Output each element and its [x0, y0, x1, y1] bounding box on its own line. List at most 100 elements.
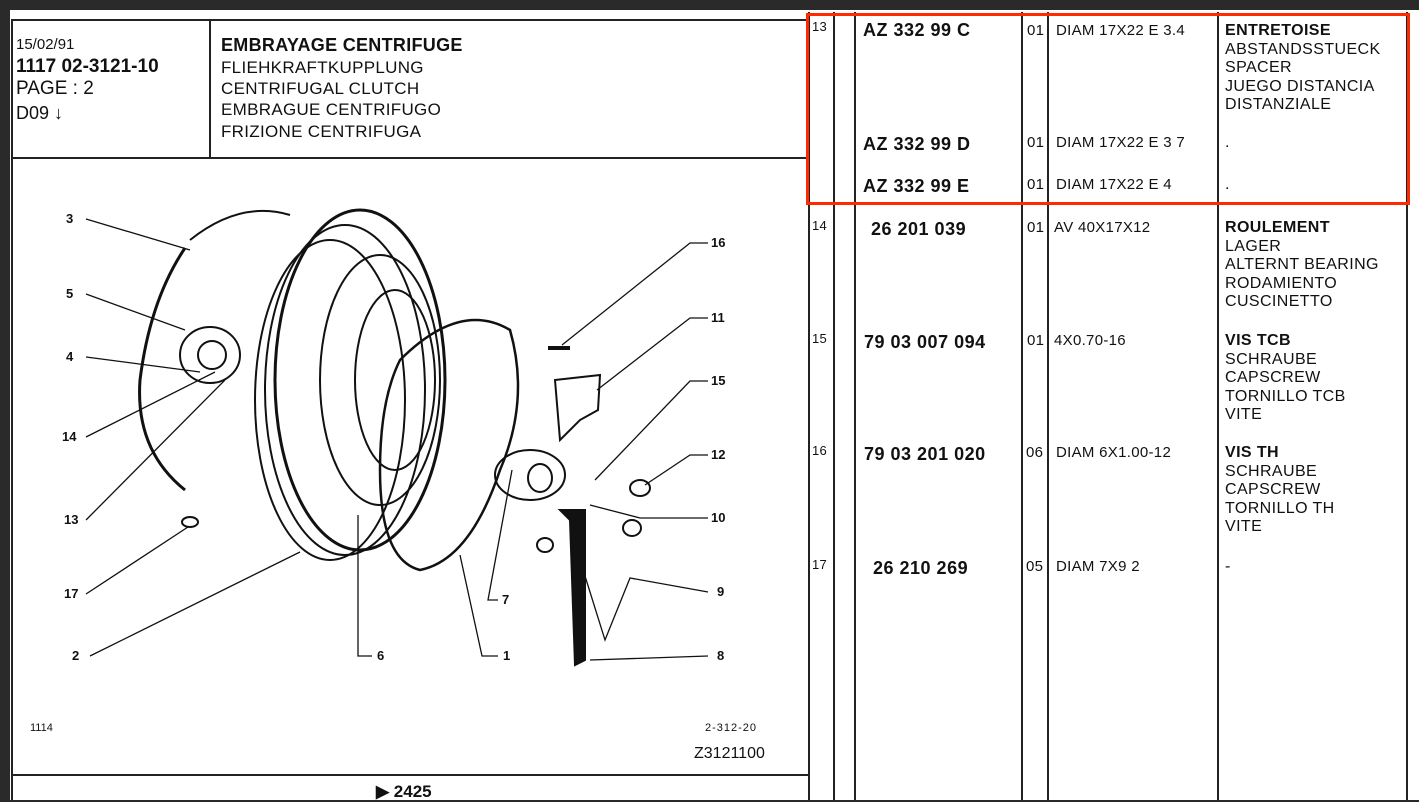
- callout-3: 3: [66, 211, 74, 226]
- name-fr: VIS TCB: [1225, 332, 1291, 349]
- title-de: FLIEHKRAFTKUPPLUNG: [221, 58, 424, 77]
- part-names: .: [1225, 176, 1230, 193]
- item-number: 13: [812, 19, 828, 34]
- callout-12: 12: [711, 447, 726, 462]
- name-en: CAPSCREW: [1225, 481, 1321, 499]
- part-number[interactable]: AZ 332 99 E: [863, 176, 970, 196]
- shoe-plate-shape: [378, 318, 520, 572]
- name-it: VITE: [1225, 406, 1263, 424]
- divider: [1021, 12, 1023, 800]
- quantity: 01: [1027, 332, 1045, 349]
- part-number[interactable]: AZ 332 99 D: [863, 134, 971, 154]
- clutch-exploded-diagram: [85, 208, 709, 667]
- diagram-code-left: 1114: [30, 722, 53, 734]
- callout-14: 14: [62, 429, 77, 444]
- name-es: JUEGO DISTANCIA: [1225, 77, 1375, 95]
- part-number[interactable]: 79 03 201 020: [864, 444, 986, 464]
- callout-13: 13: [64, 512, 79, 527]
- callout-8: 8: [717, 648, 725, 663]
- pulley-shape: [273, 208, 447, 552]
- page-number: PAGE : 2: [16, 78, 94, 99]
- part-names: ENTRETOISE ABSTANDSSTUECK SPACER JUEGO D…: [1225, 22, 1381, 115]
- title-it: FRIZIONE CENTRIFUGA: [221, 122, 422, 141]
- title-en: CENTRIFUGAL CLUTCH: [221, 79, 420, 98]
- name-es: TORNILLO TCB: [1225, 387, 1346, 405]
- title-fr: EMBRAYAGE CENTRIFUGE: [221, 35, 463, 55]
- name-fr: ENTRETOISE: [1225, 22, 1331, 39]
- section-code: D09 ↓: [16, 103, 64, 123]
- name-it: VITE: [1225, 518, 1263, 536]
- part-names: -: [1225, 558, 1231, 575]
- callout-15: 15: [711, 373, 726, 388]
- clutch-drum-shape: [138, 247, 187, 492]
- highlight-box: [806, 13, 1410, 205]
- specification: 4X0.70-16: [1054, 332, 1126, 349]
- item-number: 15: [812, 331, 828, 346]
- callout-16: 16: [711, 235, 726, 250]
- specification: DIAM 17X22 E 3.4: [1056, 22, 1186, 39]
- divider: [12, 19, 809, 21]
- divider: [854, 12, 856, 800]
- part-number[interactable]: AZ 332 99 C: [863, 20, 971, 40]
- item-number: 14: [812, 218, 828, 233]
- name-de: ABSTANDSSTUECK: [1225, 40, 1381, 58]
- name-es: RODAMIENTO: [1225, 274, 1338, 292]
- part-names: VIS TH SCHRAUBE CAPSCREW TORNILLO TH VIT…: [1225, 444, 1335, 537]
- callout-5: 5: [66, 286, 74, 301]
- part-number[interactable]: 26 210 269: [873, 558, 969, 578]
- specification: DIAM 6X1.00-12: [1056, 444, 1172, 461]
- divider: [833, 12, 835, 800]
- divider: [11, 19, 13, 800]
- quantity: 05: [1026, 558, 1044, 575]
- name-it: CUSCINETTO: [1225, 293, 1333, 311]
- title-es: EMBRAGUE CENTRIFUGO: [221, 100, 442, 119]
- name-de: SCHRAUBE: [1225, 462, 1318, 480]
- callout-1: 1: [503, 648, 511, 663]
- callout-7: 7: [502, 592, 510, 607]
- diagram-code-right: 2-312-20: [705, 722, 758, 734]
- name-it: DISTANZIALE: [1225, 96, 1332, 114]
- part-number[interactable]: 26 201 039: [871, 219, 967, 239]
- callout-10: 10: [711, 510, 726, 525]
- part-number[interactable]: 79 03 007 094: [864, 332, 986, 352]
- divider: [1047, 12, 1049, 800]
- callout-9: 9: [717, 584, 725, 599]
- specification: DIAM 7X9 2: [1056, 558, 1140, 575]
- callout-2: 2: [72, 648, 80, 663]
- catalog-page: [10, 10, 1419, 800]
- divider: [808, 12, 810, 800]
- quantity: 06: [1026, 444, 1044, 461]
- divider: [12, 157, 809, 159]
- callout-17: 17: [64, 586, 79, 601]
- reference-number: 1117 02-3121-10: [16, 56, 159, 77]
- item-number: 16: [812, 443, 828, 458]
- name-en: CAPSCREW: [1225, 369, 1321, 387]
- leader-lines: [85, 218, 709, 661]
- name-fr: VIS TH: [1225, 444, 1279, 461]
- item-number: 17: [812, 557, 828, 572]
- name-en: SPACER: [1225, 59, 1293, 77]
- quantity: 01: [1027, 219, 1045, 236]
- name-fr: ROULEMENT: [1225, 219, 1330, 236]
- callout-6: 6: [377, 648, 385, 663]
- name-es: TORNILLO TH: [1225, 499, 1335, 517]
- quantity: 01: [1027, 176, 1045, 193]
- specification: AV 40X17X12: [1054, 219, 1151, 236]
- quantity: 01: [1027, 22, 1045, 39]
- divider: [1217, 12, 1219, 800]
- callout-4: 4: [66, 349, 74, 364]
- quantity: 01: [1027, 134, 1045, 151]
- divider: [1406, 12, 1408, 800]
- part-names: VIS TCB SCHRAUBE CAPSCREW TORNILLO TCB V…: [1225, 332, 1346, 425]
- specification: DIAM 17X22 E 4: [1056, 176, 1172, 193]
- date: 15/02/91: [16, 36, 75, 53]
- drawing-number: Z3121100: [694, 745, 765, 762]
- part-names: .: [1225, 134, 1230, 151]
- specification: DIAM 17X22 E 3 7: [1056, 134, 1186, 151]
- divider: [12, 774, 809, 776]
- name-en: ALTERNT BEARING: [1225, 256, 1379, 274]
- divider: [209, 19, 211, 159]
- callout-11: 11: [711, 310, 725, 325]
- next-page-link[interactable]: ▶ 2425: [376, 782, 432, 801]
- name-de: SCHRAUBE: [1225, 350, 1318, 368]
